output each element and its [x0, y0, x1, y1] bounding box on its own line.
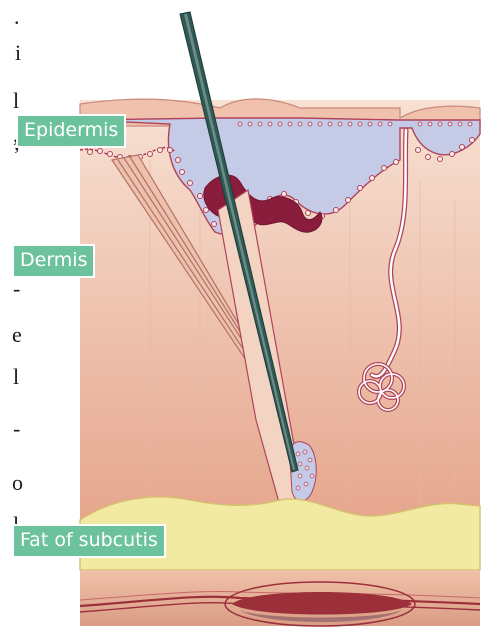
label-dermis: Dermis	[12, 244, 95, 278]
side-glyph: -	[13, 278, 20, 300]
side-glyph: -	[13, 418, 20, 440]
label-epidermis: Epidermis	[16, 114, 126, 148]
side-glyph: .	[14, 6, 20, 28]
side-glyph: l	[13, 90, 19, 112]
label-fat-of-subcutis: Fat of subcutis	[12, 524, 166, 558]
side-glyph: i	[15, 42, 21, 64]
side-glyph: l	[13, 366, 19, 388]
side-glyph: o	[12, 472, 23, 494]
side-glyph: e	[12, 324, 22, 346]
